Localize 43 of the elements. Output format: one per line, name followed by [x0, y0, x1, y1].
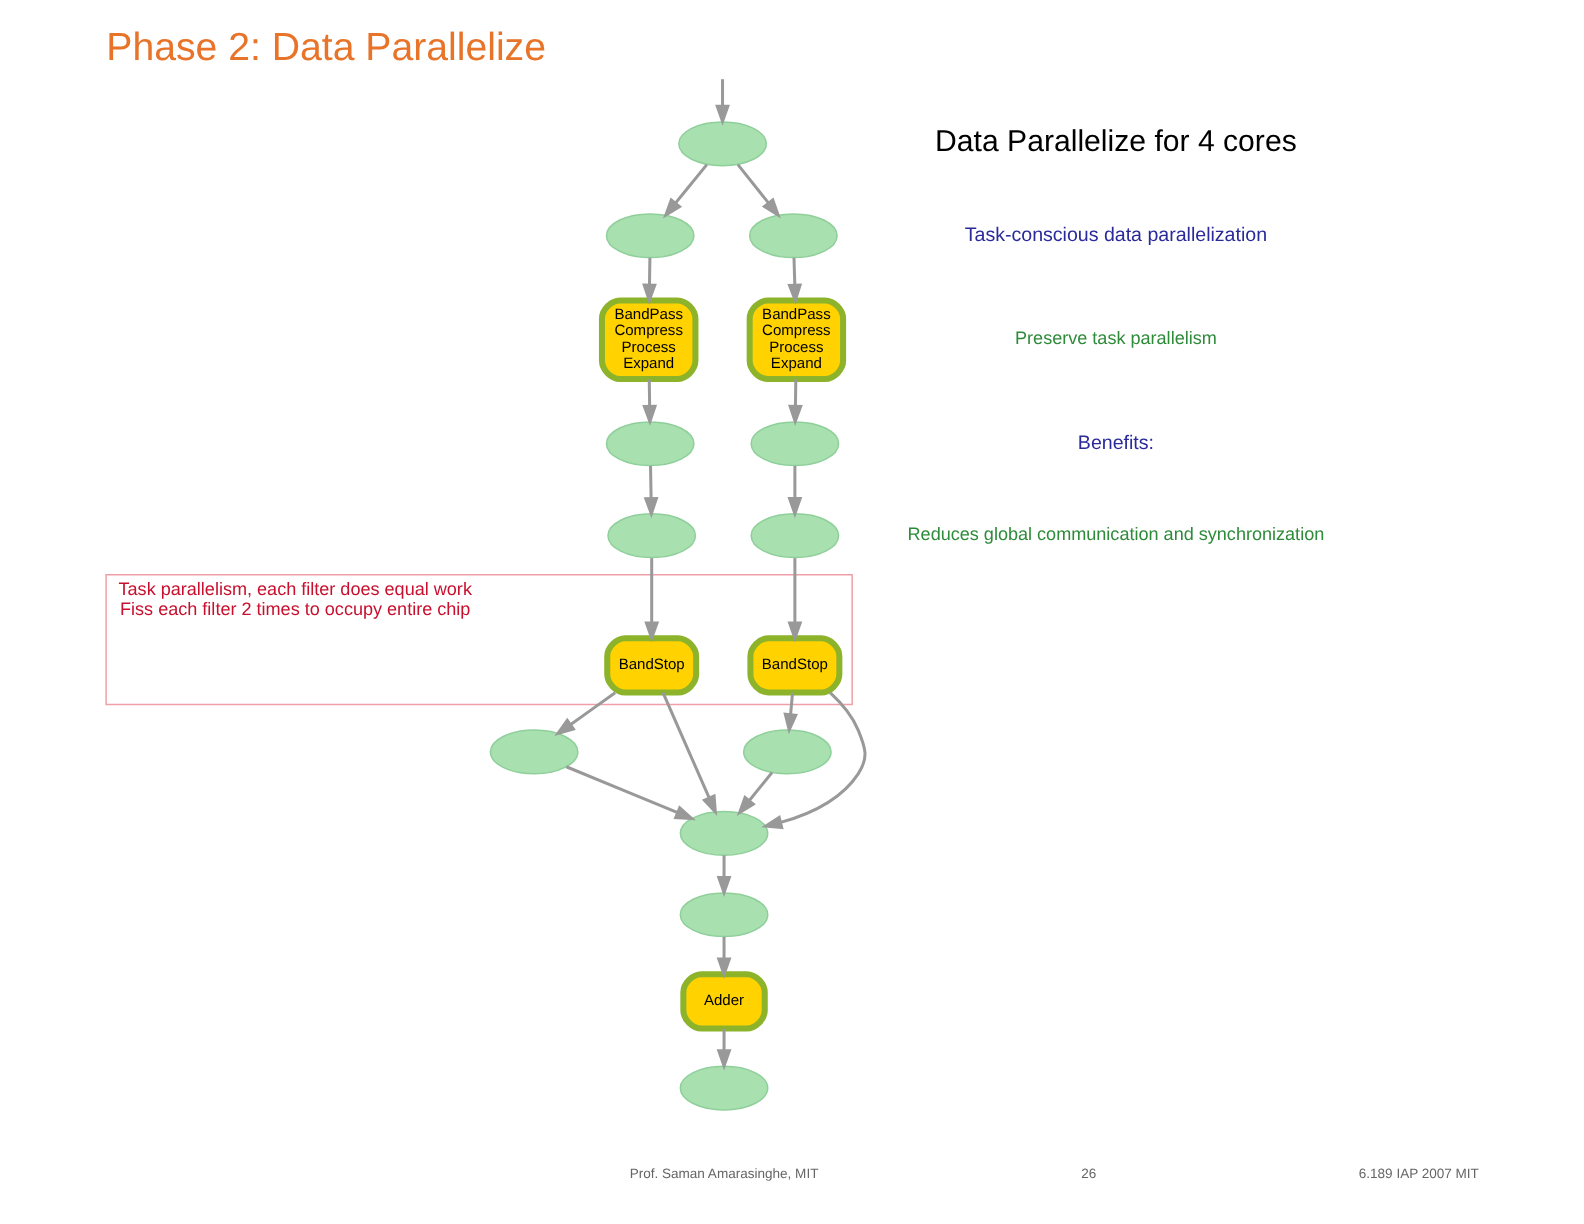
- node-ellipse: [488, 729, 578, 775]
- arrow: [715, 855, 731, 898]
- node-ellipse: [678, 810, 768, 856]
- arrow: [760, 691, 866, 830]
- arrow: [641, 379, 657, 427]
- arrow: [553, 691, 615, 737]
- node-ellipse: [678, 1065, 768, 1111]
- label: Benefits:: [1076, 432, 1153, 455]
- arrow: [715, 936, 731, 979]
- diagram-title: Phase 2: Data Parallelize: [105, 25, 545, 70]
- node-box: BandStop: [746, 635, 842, 696]
- arrow: [786, 558, 802, 643]
- label: Reduces global communication and synchronization: [906, 524, 1324, 545]
- node-ellipse: [606, 513, 696, 559]
- arrow: [735, 163, 780, 219]
- arrow: [714, 79, 729, 126]
- node-ellipse: [749, 421, 839, 467]
- arrow: [660, 692, 717, 817]
- node-box: BandStop: [603, 635, 699, 696]
- node-ellipse: [678, 892, 768, 938]
- arrow: [661, 163, 707, 219]
- label: Data Parallelize for 4 cores: [934, 125, 1296, 160]
- node-ellipse: [741, 729, 831, 775]
- label: Task-conscious data parallelization: [963, 224, 1267, 247]
- node-box: BandPass Compress Process Expand: [745, 297, 846, 382]
- node-ellipse: [749, 513, 839, 559]
- node-ellipse: [677, 121, 766, 167]
- arrow: [641, 257, 656, 305]
- arrow: [782, 692, 798, 735]
- arrow: [786, 257, 802, 305]
- arrow: [642, 465, 658, 519]
- arrow: [786, 465, 802, 519]
- node-box: BandPass Compress Process Expand: [597, 297, 698, 382]
- arrow: [735, 771, 773, 817]
- arrow: [787, 379, 802, 427]
- node-ellipse: [604, 213, 694, 259]
- node-ellipse: [604, 421, 694, 467]
- node-ellipse: [747, 213, 837, 259]
- arrow: [643, 558, 659, 643]
- arrow: [564, 765, 695, 821]
- arrow: [715, 1028, 731, 1071]
- node-box: Adder: [679, 971, 767, 1032]
- label: Preserve task parallelism: [1014, 328, 1216, 349]
